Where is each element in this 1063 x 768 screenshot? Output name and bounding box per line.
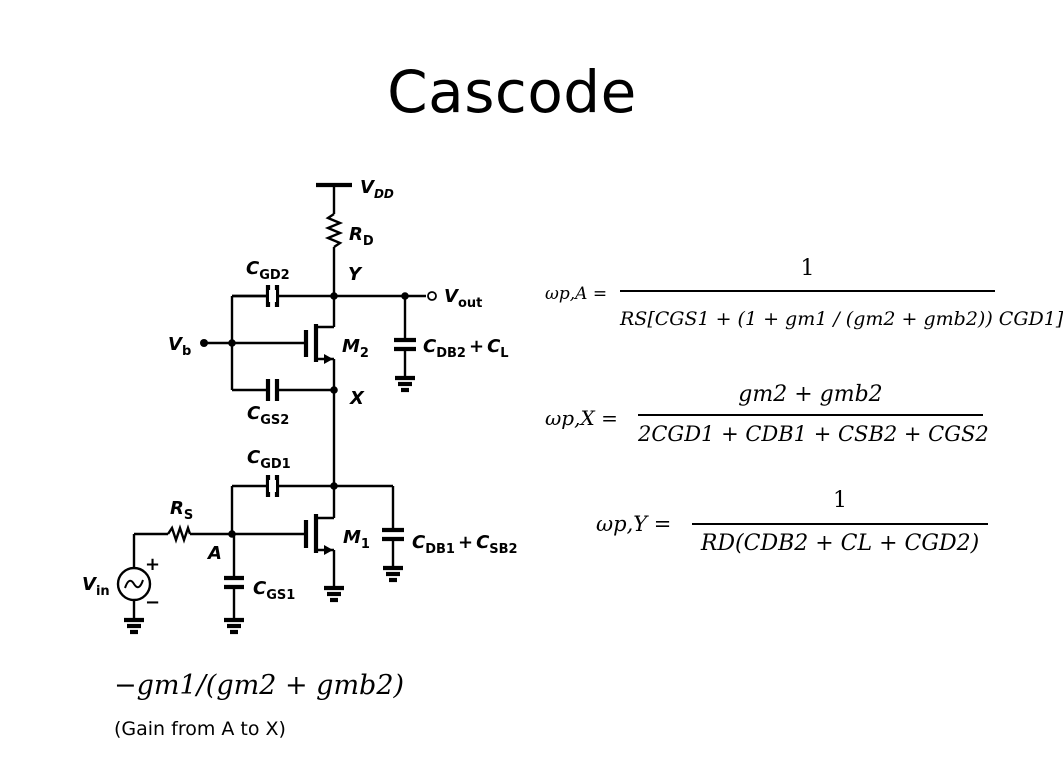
node-x-label: X bbox=[349, 388, 365, 409]
pole-a-lhs: ωp,A = bbox=[545, 284, 608, 304]
cdb1-csb2-label: CDB1+CSB2 bbox=[412, 532, 518, 557]
gain-note: (Gain from A to X) bbox=[114, 718, 286, 740]
cdb2-cl-label: CDB2+CL bbox=[423, 336, 509, 361]
vdd-label: VDD bbox=[360, 177, 394, 201]
cgd2-gap bbox=[269, 290, 276, 302]
m1-arrow bbox=[324, 545, 333, 555]
node-x-dot bbox=[330, 386, 338, 394]
slide-title: Cascode bbox=[387, 58, 637, 126]
vin-sine-icon bbox=[124, 579, 144, 589]
rd-label: RD bbox=[349, 224, 374, 249]
cgd2-label: CGD2 bbox=[246, 258, 290, 283]
pole-y-fraction-bar bbox=[692, 523, 988, 525]
rd-resistor bbox=[324, 213, 344, 248]
vin-label: Vin bbox=[82, 574, 110, 599]
gain-expression: −gm1/(gm2 + gmb2) bbox=[114, 670, 405, 701]
m2-label: M2 bbox=[342, 336, 369, 361]
vout-label: Vout bbox=[444, 286, 482, 311]
pole-x-fraction-bar bbox=[638, 414, 983, 416]
vb-label: Vb bbox=[168, 334, 191, 359]
rs-label: RS bbox=[170, 498, 193, 523]
vout-terminal bbox=[427, 291, 437, 301]
vin-plus-label: + bbox=[145, 554, 160, 575]
cgs2-label: CGS2 bbox=[247, 403, 289, 428]
pole-a-equation: ωp,A = 1 RS[CGS1 + (1 + gm1 / (gm2 + gmb… bbox=[540, 256, 1063, 356]
cgd1-gap bbox=[269, 480, 276, 492]
pole-y-numerator: 1 bbox=[833, 488, 847, 513]
node-a-label: A bbox=[206, 543, 222, 564]
m2-arrow bbox=[324, 354, 333, 364]
cgs1-label: CGS1 bbox=[253, 578, 295, 603]
pole-a-denominator: RS[CGS1 + (1 + gm1 / (gm2 + gmb2)) CGD1] bbox=[620, 308, 1063, 330]
m1-label: M1 bbox=[343, 527, 370, 552]
pole-x-denominator: 2CGD1 + CDB1 + CSB2 + CGS2 bbox=[638, 422, 989, 446]
cgd1-label: CGD1 bbox=[247, 447, 291, 472]
pole-a-numerator: 1 bbox=[800, 256, 815, 281]
vb-junction-dot bbox=[228, 339, 236, 347]
pole-x-equation: ωp,X = gm2 + gmb2 2CGD1 + CDB1 + CSB2 + … bbox=[540, 382, 990, 462]
pole-x-lhs: ωp,X = bbox=[545, 406, 618, 430]
rs-resistor bbox=[167, 524, 192, 544]
pole-y-lhs: ωp,Y = bbox=[596, 512, 672, 536]
pole-a-fraction-bar bbox=[620, 290, 995, 292]
pole-x-numerator: gm2 + gmb2 bbox=[738, 382, 883, 407]
cascode-circuit-diagram: VDD RD CGD2 Y Vout Vb M2 CDB2+CL X CGS2 … bbox=[82, 177, 518, 635]
pole-y-equation: ωp,Y = 1 RD(CDB2 + CL + CGD2) bbox=[596, 488, 996, 568]
vin-minus-label: − bbox=[145, 592, 160, 613]
pole-y-denominator: RD(CDB2 + CL + CGD2) bbox=[700, 531, 980, 556]
node-y-label: Y bbox=[348, 264, 363, 285]
